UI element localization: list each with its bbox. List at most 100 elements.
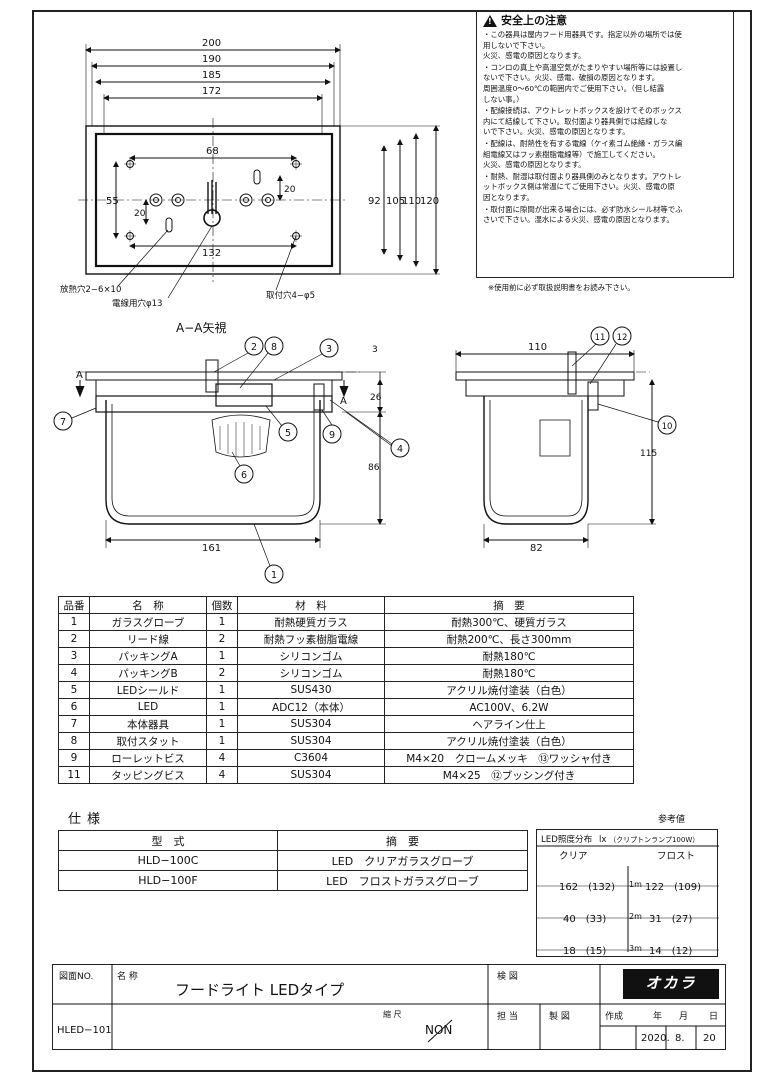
- cell: M4×25 ⑫ブッシング付き: [384, 766, 634, 784]
- cell: 耐熱180℃: [384, 647, 634, 665]
- balloon-5: 5: [285, 428, 291, 439]
- cell: 1: [206, 681, 238, 699]
- col-header: 摘 要: [384, 596, 634, 614]
- cell: 本体器具: [89, 715, 207, 733]
- balloon-6: 6: [241, 470, 247, 481]
- cell: 耐熱フッ素樹脂電線: [237, 630, 385, 648]
- safety-item: ・配線接続は、アウトレットボックスを設けてそのボックス 内にて結線して下さい。取…: [483, 106, 682, 137]
- cell: 4: [206, 749, 238, 767]
- dim-172: 172: [202, 86, 221, 97]
- cell: ヘアライン仕上: [384, 715, 634, 733]
- cell: 4: [206, 766, 238, 784]
- cell: LED フロストガラスグローブ: [277, 870, 528, 891]
- cell: 耐熱200℃、長さ300mm: [384, 630, 634, 648]
- lux-frost-value: 122 (109): [645, 882, 701, 893]
- cell: SUS304: [237, 732, 385, 750]
- dim-26: 26: [370, 393, 382, 403]
- title-block-grid: [51, 963, 726, 1050]
- label-wire-hole: 電線用穴φ13: [112, 298, 162, 309]
- lux-distance: 3m: [629, 944, 642, 953]
- dim-3: 3: [372, 345, 378, 355]
- balloon-9: 9: [329, 430, 335, 441]
- cell: 2: [206, 664, 238, 682]
- cell: 1: [206, 715, 238, 733]
- scale-label: 縮 尺: [383, 1010, 402, 1019]
- cell: SUS430: [237, 681, 385, 699]
- balloons-side: [571, 326, 677, 435]
- cell: HLD−100C: [58, 850, 278, 871]
- lux-frost-label: フロスト: [657, 851, 696, 862]
- balloon-2: 2: [251, 342, 257, 353]
- cell: ADC12（本体）: [237, 698, 385, 716]
- safety-notice: ! 安全上の注意 ・この器具は屋内フード用器具です。指定以外の場所では使 用しな…: [476, 10, 734, 278]
- cell: 2: [58, 630, 90, 648]
- cell: LED クリアガラスグローブ: [277, 850, 528, 871]
- balloon-8: 8: [271, 342, 277, 353]
- safety-item: ・配線は、耐熱性を有する電線（ケイ素ゴム絶縁・ガラス編 組電線又はフッ素樹脂電線…: [483, 138, 683, 170]
- technical-drawing: 200 190 185 172 68 132 55 20 20 92 105 1…: [53, 38, 677, 584]
- section-mark-right: A: [340, 396, 347, 407]
- lux-clear-label: クリア: [559, 851, 588, 862]
- cell: ガラスグローブ: [89, 613, 207, 631]
- reference-label: 参考値: [658, 815, 686, 825]
- lux-clear-value: 18 (15): [563, 946, 607, 957]
- cell: アクリル焼付塗装（白色）: [384, 732, 634, 750]
- cell: 耐熱硬質ガラス: [237, 613, 385, 631]
- balloon-12: 12: [617, 333, 628, 343]
- cell: 9: [58, 749, 90, 767]
- cell: リード線: [89, 630, 207, 648]
- dim-68: 68: [206, 146, 219, 157]
- cell: パッキングB: [89, 664, 207, 682]
- lux-frost-value: 31 (27): [649, 914, 693, 925]
- safety-item: ・取付面に隙間が出来る場合には、必ず防水シール材等でふ さいで下さい。湿水による…: [483, 204, 683, 225]
- cell: シリコンゴム: [237, 647, 385, 665]
- balloon-3: 3: [326, 344, 332, 355]
- cell: 8: [58, 732, 90, 750]
- drawing-no-label: 図面NO.: [59, 972, 94, 982]
- lux-unit: lx: [598, 835, 607, 845]
- dim-110: 110: [402, 196, 421, 207]
- lux-distance: 1m: [629, 880, 642, 889]
- drawing-no: HLED−101: [57, 1025, 112, 1036]
- dim-161: 161: [202, 543, 221, 554]
- lux-frost-value: 14 (12): [649, 946, 693, 957]
- safety-item: ・耐熱、耐湿は取付面より器具側のみとなります。アウトレ ットボックス側は常温にて…: [483, 171, 682, 202]
- drawing-sheet: [32, 10, 752, 1072]
- cell: 7: [58, 715, 90, 733]
- cell: シリコンゴム: [237, 664, 385, 682]
- cell: SUS304: [237, 766, 385, 784]
- product-name: フードライト LEDタイプ: [175, 981, 345, 999]
- charge-label: 担 当: [497, 1012, 518, 1022]
- cell: 4: [58, 664, 90, 682]
- dim-side-115: 115: [640, 449, 657, 459]
- cell: 3: [58, 647, 90, 665]
- lux-clear-value: 40 (33): [563, 914, 607, 925]
- name-label: 名 称: [117, 972, 138, 982]
- section-mark-left: A: [76, 370, 83, 381]
- parts-header-row: 品番 名 称 個数 材 料 摘 要: [58, 596, 634, 614]
- safety-item: ・コンロの真上や高温空気がたまりやすい場所等には設置し ないで下さい。火災、感電…: [483, 62, 683, 104]
- balloon-1: 1: [271, 570, 277, 581]
- dim-92: 92: [368, 196, 381, 207]
- spec-title: 仕様: [68, 812, 107, 827]
- cell: タッピングビス: [89, 766, 207, 784]
- label-mount-holes: 取付穴4−φ5: [266, 290, 315, 301]
- section-globe: [105, 400, 321, 525]
- cell: M4×20 クロームメッキ ⑬ワッシャ付き: [384, 749, 634, 767]
- dim-86: 86: [368, 463, 380, 473]
- lux-unit-note: （クリプトンランプ100W）: [609, 836, 700, 844]
- dim-200: 200: [202, 38, 221, 49]
- lux-lines: [537, 845, 719, 952]
- warning-triangle-icon: !: [483, 15, 497, 27]
- lux-title-text: LED照度分布: [541, 835, 593, 845]
- lux-clear-value: 162 (132): [559, 882, 615, 893]
